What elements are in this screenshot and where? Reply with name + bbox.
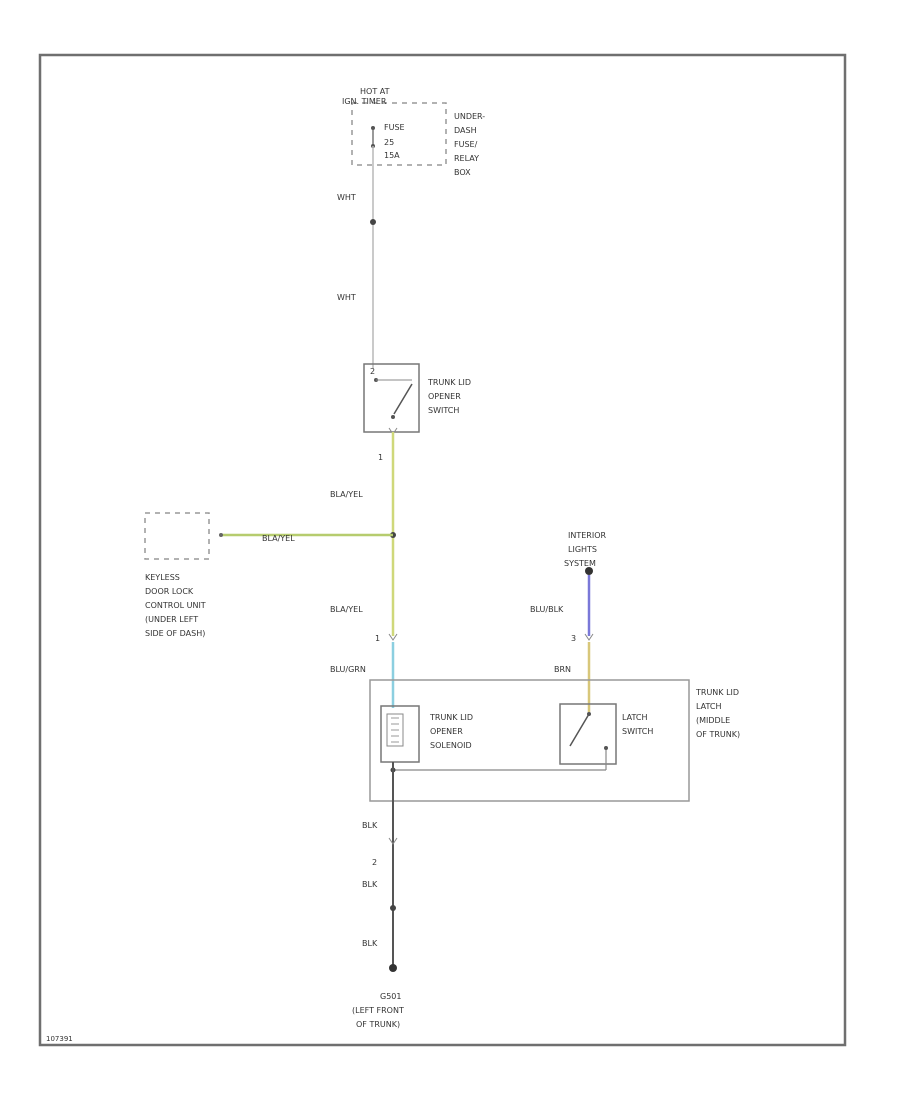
ground-name: G501 <box>380 992 401 1001</box>
interior-lights-terminal <box>585 567 593 575</box>
wht-label-1: WHT <box>337 193 356 202</box>
diagram-border <box>38 53 847 1047</box>
bla-yel-label-2: BLA/YEL <box>330 605 363 614</box>
trunk-lid-latch-label: TRUNK LID LATCH (MIDDLE OF TRUNK) <box>695 688 742 739</box>
switch-pin-bottom: 1 <box>378 453 383 462</box>
keyless-label: KEYLESS DOOR LOCK CONTROL UNIT (UNDER LE… <box>145 573 208 638</box>
keyless-pin <box>219 533 223 537</box>
switch-contact-bottom <box>391 415 395 419</box>
ground-terminal <box>389 964 397 972</box>
fuse-amperage: 15A <box>384 151 400 160</box>
trunk-lid-opener-switch-label: TRUNK LID OPENER SWITCH <box>427 378 474 415</box>
fuse-terminal-top <box>371 126 375 130</box>
underdash-fuse-box <box>351 102 447 166</box>
keyless-control-unit <box>144 512 210 560</box>
wht-label-2: WHT <box>337 293 356 302</box>
hot-at-label: HOT AT <box>360 87 390 96</box>
pin-3-right: 3 <box>571 634 576 643</box>
switch-arm <box>393 383 413 415</box>
blu-grn-label: BLU/GRN <box>330 665 366 674</box>
connector-symbol-blk <box>388 837 398 845</box>
blk-label-1: BLK <box>362 821 378 830</box>
pin-2-label: 2 <box>372 858 377 867</box>
solenoid-box <box>380 705 420 763</box>
interior-lights-label: INTERIOR LIGHTS SYSTEM <box>564 531 609 568</box>
latch-contact-bottom <box>604 746 608 750</box>
latch-switch-label: LATCH SWITCH <box>622 713 653 736</box>
connector-symbol-left <box>388 633 398 641</box>
underdash-box-label: UNDER- DASH FUSE/ RELAY BOX <box>454 112 488 177</box>
trunk-lid-latch-assembly <box>369 679 690 802</box>
wht-splice <box>370 219 376 225</box>
blu-blk-label: BLU/BLK <box>530 605 564 614</box>
fuse-label: FUSE <box>384 123 405 132</box>
solenoid-winding <box>391 717 399 743</box>
latch-switch-box <box>559 703 617 765</box>
pin-1-left: 1 <box>375 634 380 643</box>
bla-yel-label-horizontal: BLA/YEL <box>262 534 295 543</box>
figure-id: 107391 <box>46 1035 73 1043</box>
solenoid-coil <box>386 713 404 747</box>
blk-label-2: BLK <box>362 880 378 889</box>
ground-location: (LEFT FRONT OF TRUNK) <box>352 1006 406 1029</box>
solenoid-label: TRUNK LID OPENER SOLENOID <box>429 713 476 750</box>
fuse-number: 25 <box>384 138 394 147</box>
latch-switch-arm <box>569 713 590 747</box>
blk-splice <box>390 905 396 911</box>
blk-label-3: BLK <box>362 939 378 948</box>
connector-symbol-right <box>584 633 594 641</box>
brn-label: BRN <box>554 665 571 674</box>
bla-yel-label-1: BLA/YEL <box>330 490 363 499</box>
ign-timer-label: IGN. TIMER <box>342 97 387 106</box>
switch-pin-top: 2 <box>370 367 375 376</box>
